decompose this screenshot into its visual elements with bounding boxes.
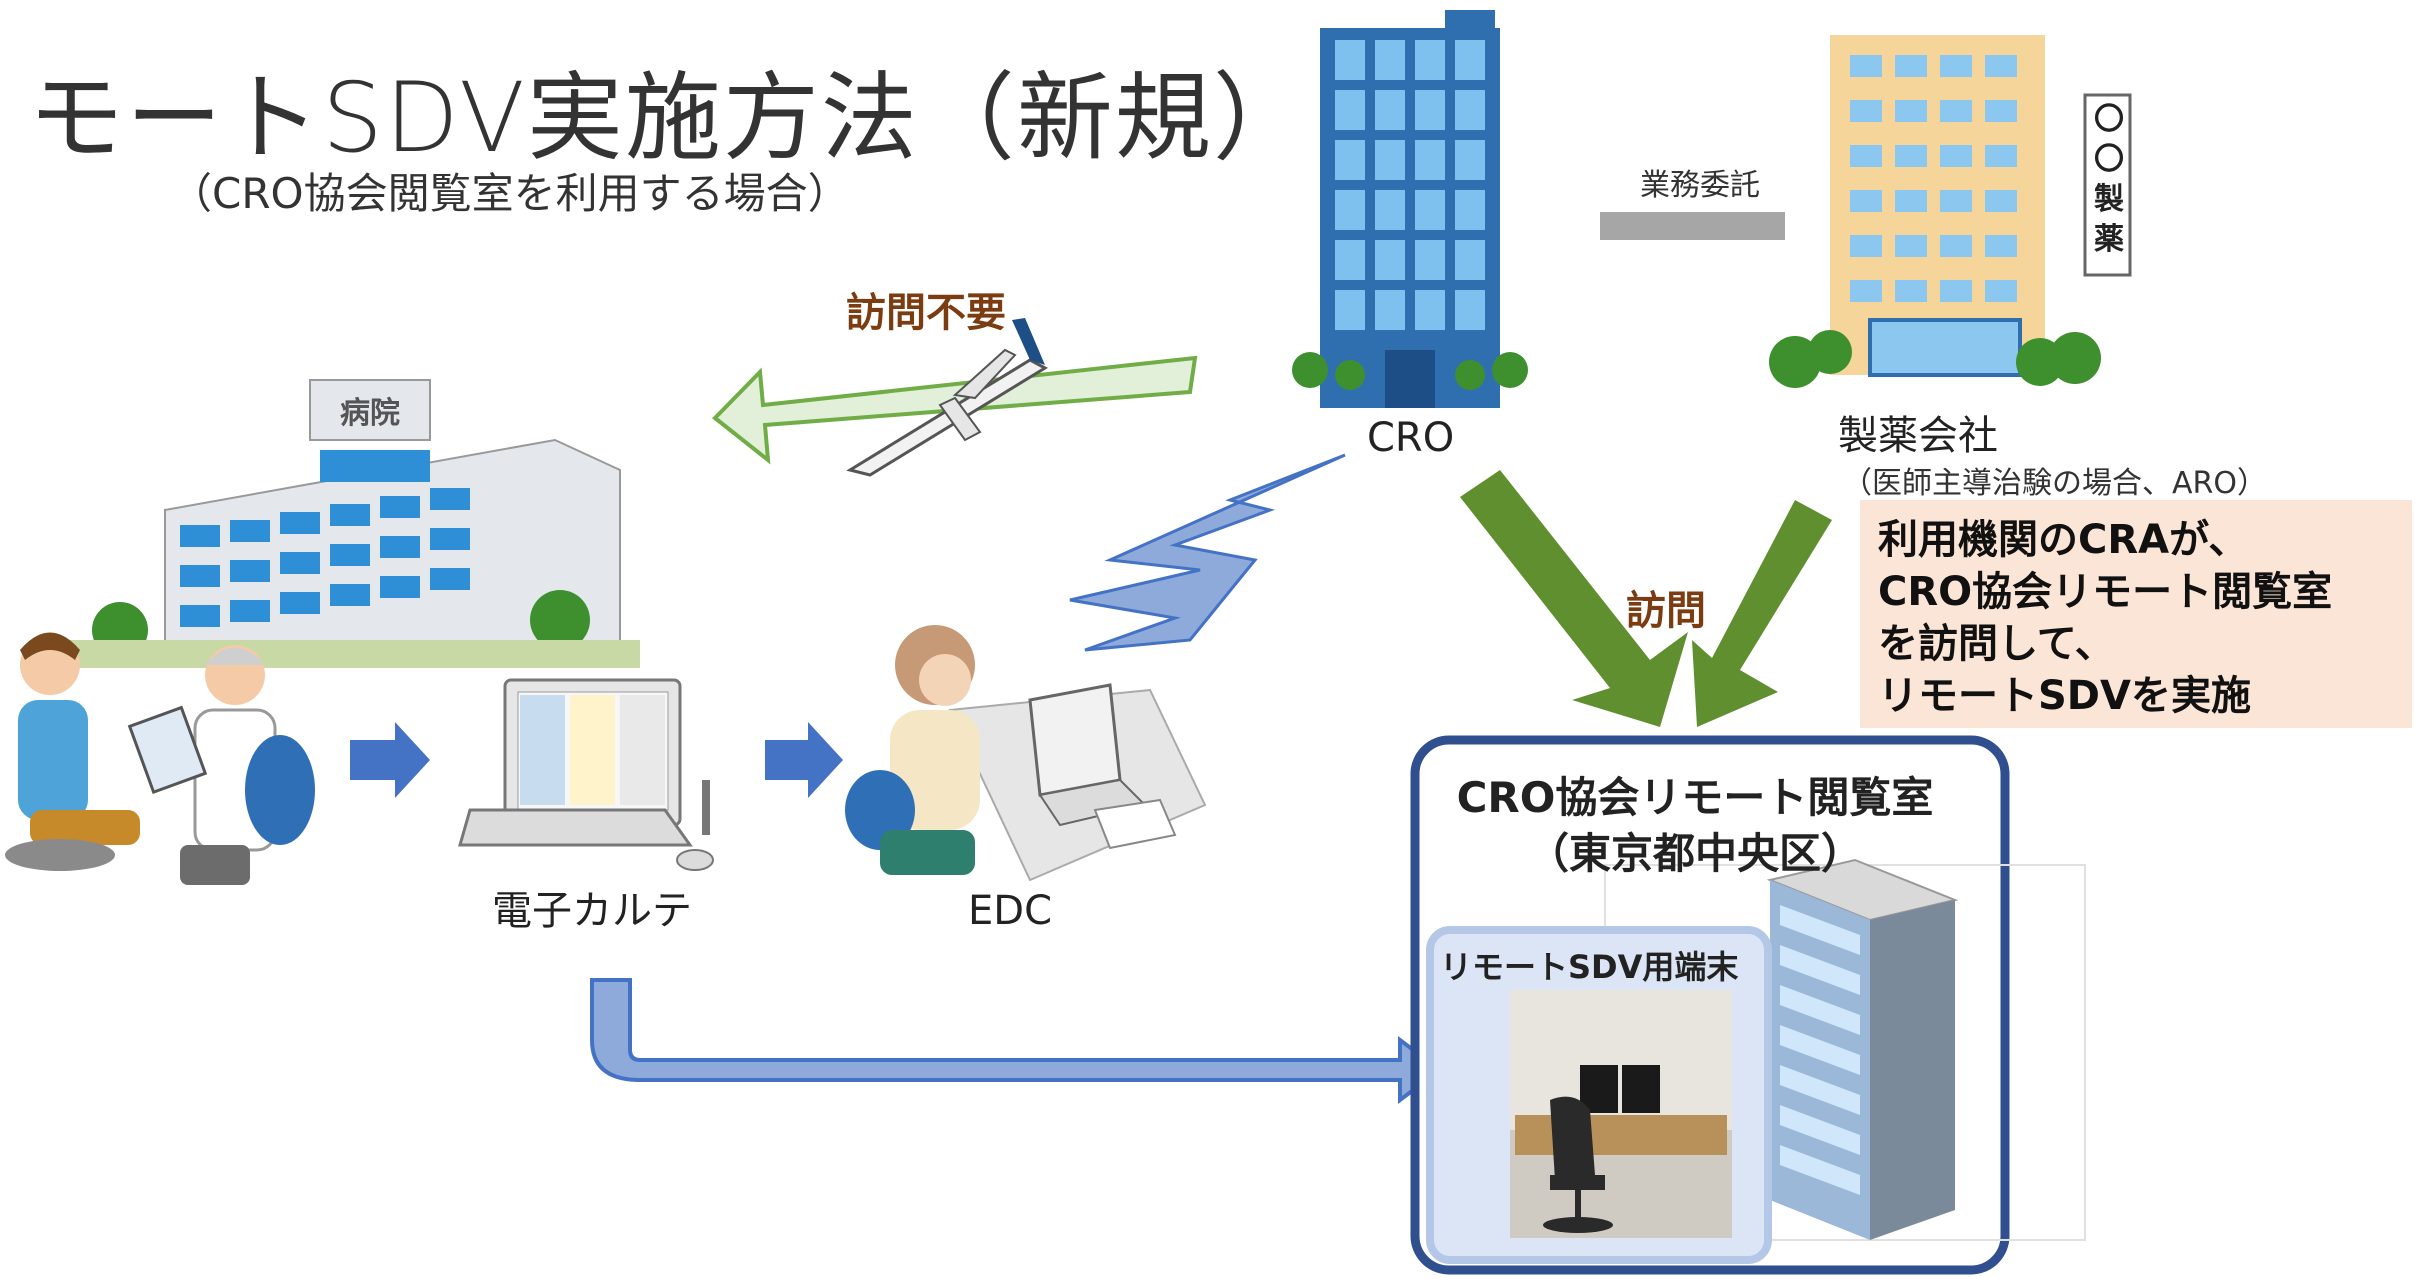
pharma-sign-char: 薬 <box>2094 222 2124 257</box>
pharma-sign-char: 〇 <box>2094 102 2124 137</box>
reading-room-name: CRO協会リモート閲覧室 <box>1456 773 1934 822</box>
page-title: モートSDV実施方法（新規） <box>28 62 1311 174</box>
remote-access-arrow <box>590 978 1444 1104</box>
outsourcing-label: 業務委託 <box>1640 168 1760 203</box>
flow-arrow-2 <box>765 722 843 798</box>
terminal-photo <box>1510 990 1732 1238</box>
visit-label: 訪問 <box>1626 588 1706 634</box>
cro-label: CRO <box>1367 415 1455 461</box>
pharma-building-icon <box>1769 35 2132 388</box>
pharma-sublabel: （医師主導治験の場合、ARO） <box>1842 466 2267 501</box>
edc-operator-icon <box>845 625 1207 882</box>
desktop-computer-icon <box>458 678 714 871</box>
lightning-icon <box>1069 453 1346 652</box>
flow-arrow-1 <box>350 722 430 798</box>
hospital-sign: 病院 <box>340 396 400 431</box>
pharma-sign: 〇 〇 製 薬 <box>2094 100 2124 260</box>
reading-room-location: （東京都中央区） <box>1526 829 1863 878</box>
patient-doctor-icon <box>5 632 315 885</box>
pharma-label: 製薬会社 <box>1838 413 1998 459</box>
page-subtitle: （CRO協会閲覧室を利用する場合） <box>170 169 850 218</box>
ehr-label: 電子カルテ <box>492 888 692 934</box>
outsourcing-connector <box>1600 212 1785 240</box>
callout-line: を訪問して、 <box>1878 621 2115 667</box>
pharma-sign-char: 製 <box>2094 182 2124 217</box>
airplane-icon <box>846 318 1049 477</box>
edc-label: EDC <box>968 888 1053 934</box>
no-visit-label: 訪問不要 <box>846 290 1006 336</box>
callout-line: リモートSDVを実施 <box>1878 673 2251 719</box>
callout-line: 利用機関のCRAが、 <box>1878 517 2249 563</box>
reading-room-title: CRO協会リモート閲覧室 （東京都中央区） <box>1415 770 1975 882</box>
callout-box: 利用機関のCRAが、 CRO協会リモート閲覧室 を訪問して、 リモートSDVを実… <box>1860 500 2412 728</box>
pharma-sign-char: 〇 <box>2094 142 2124 177</box>
cro-building-icon <box>1292 10 1528 408</box>
terminal-label: リモートSDV用端末 <box>1440 948 1739 986</box>
visit-arrows <box>1460 470 1832 727</box>
office-tower-icon <box>1766 858 1959 1240</box>
callout-line: CRO協会リモート閲覧室 <box>1878 569 2333 615</box>
hospital-building-icon <box>60 379 640 668</box>
